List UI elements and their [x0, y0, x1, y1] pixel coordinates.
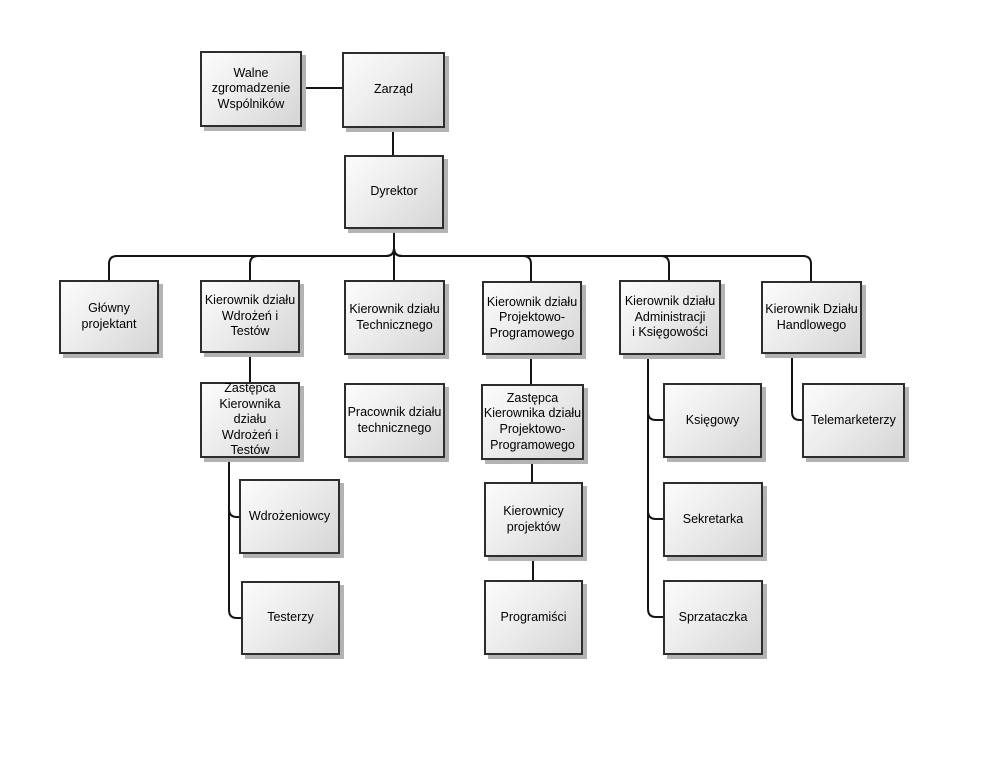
node-label: Kierownik działu Wdrożeń i Testów	[204, 293, 296, 339]
node-label: Kierownik działu Projektowo- Programoweg…	[486, 294, 578, 340]
edge-zastepca-testerzy	[228, 458, 241, 619]
node-label: Telemarketerzy	[811, 412, 896, 427]
node-label: Kierownik działu Administracji i Księgow…	[624, 294, 716, 340]
node-kierownik-administracji-ksiegowosci[interactable]: Kierownik działu Administracji i Księgow…	[619, 280, 721, 355]
node-kierownicy-projektow[interactable]: Kierownicy projektów	[484, 482, 583, 557]
node-pracownik-techniczny[interactable]: Pracownik działu technicznego	[344, 383, 445, 458]
edge-administracji-ksiegowy	[647, 355, 663, 421]
node-programisci[interactable]: Programiści	[484, 580, 583, 655]
edge-dyrektor-kierownik-wdrozen	[249, 229, 395, 280]
node-label: Zastępca Kierownika działu Wdrożeń i Tes…	[219, 380, 281, 458]
edge-dyrektor-glowny	[108, 229, 395, 280]
node-label: Kierownik Działu Handlowego	[765, 301, 858, 332]
node-glowny-projektant[interactable]: Główny projektant	[59, 280, 159, 354]
node-wdrozeniowcy[interactable]: Wdrożeniowcy	[239, 479, 340, 554]
node-kierownik-projektowo-programowy[interactable]: Kierownik działu Projektowo- Programoweg…	[482, 281, 582, 355]
node-walne-zgromadzenie-wspolnikow[interactable]: Walne zgromadzenie Wspólników	[200, 51, 302, 127]
node-zastepca-wdrozen-testow[interactable]: Zastępca Kierownika działu Wdrożeń i Tes…	[200, 380, 300, 458]
node-dyrektor[interactable]: Dyrektor	[344, 155, 444, 229]
edge-handlowy-telemarketerzy	[791, 354, 802, 421]
node-telemarketerzy[interactable]: Telemarketerzy	[802, 383, 905, 458]
node-label: Sekretarka	[682, 511, 744, 526]
node-label: Główny projektant	[81, 301, 137, 331]
node-label: Testerzy	[267, 610, 314, 625]
node-sekretarka[interactable]: Sekretarka	[663, 482, 763, 557]
edge-administracji-sekretarka	[647, 355, 663, 520]
node-ksiegowy[interactable]: Księgowy	[663, 383, 762, 458]
edge-dyrektor-kierownik-handlowy	[393, 229, 812, 281]
node-label: Dyrektor	[370, 184, 418, 199]
edge-zastepca-wdrozeniowcy	[228, 458, 239, 518]
node-testerzy[interactable]: Testerzy	[241, 581, 340, 655]
node-label: Sprzataczka	[678, 609, 748, 624]
node-label: Programiści	[500, 609, 567, 624]
node-label: Kierownicy projektów	[503, 503, 564, 534]
node-kierownik-wdrozen-testow[interactable]: Kierownik działu Wdrożeń i Testów	[200, 280, 300, 353]
node-label: Walne zgromadzenie Wspólników	[211, 65, 291, 111]
node-label: Pracownik działu technicznego	[347, 404, 442, 435]
edge-administracji-sprzataczka	[647, 355, 663, 618]
node-label: Zastępca Kierownika działu Projektowo- P…	[483, 390, 582, 452]
node-label: Księgowy	[685, 412, 740, 427]
node-kierownik-techniczny[interactable]: Kierownik działu Technicznego	[344, 280, 445, 355]
node-kierownik-handlowy[interactable]: Kierownik Działu Handlowego	[761, 281, 862, 354]
node-zastepca-projektowo-programowy[interactable]: Zastępca Kierownika działu Projektowo- P…	[481, 384, 584, 460]
node-label: Zarząd	[374, 82, 413, 97]
node-label: Wdrożeniowcy	[248, 508, 331, 523]
node-sprzataczka[interactable]: Sprzataczka	[663, 580, 763, 655]
node-label: Kierownik działu Technicznego	[349, 301, 440, 332]
node-zarzad[interactable]: Zarząd	[342, 52, 445, 128]
